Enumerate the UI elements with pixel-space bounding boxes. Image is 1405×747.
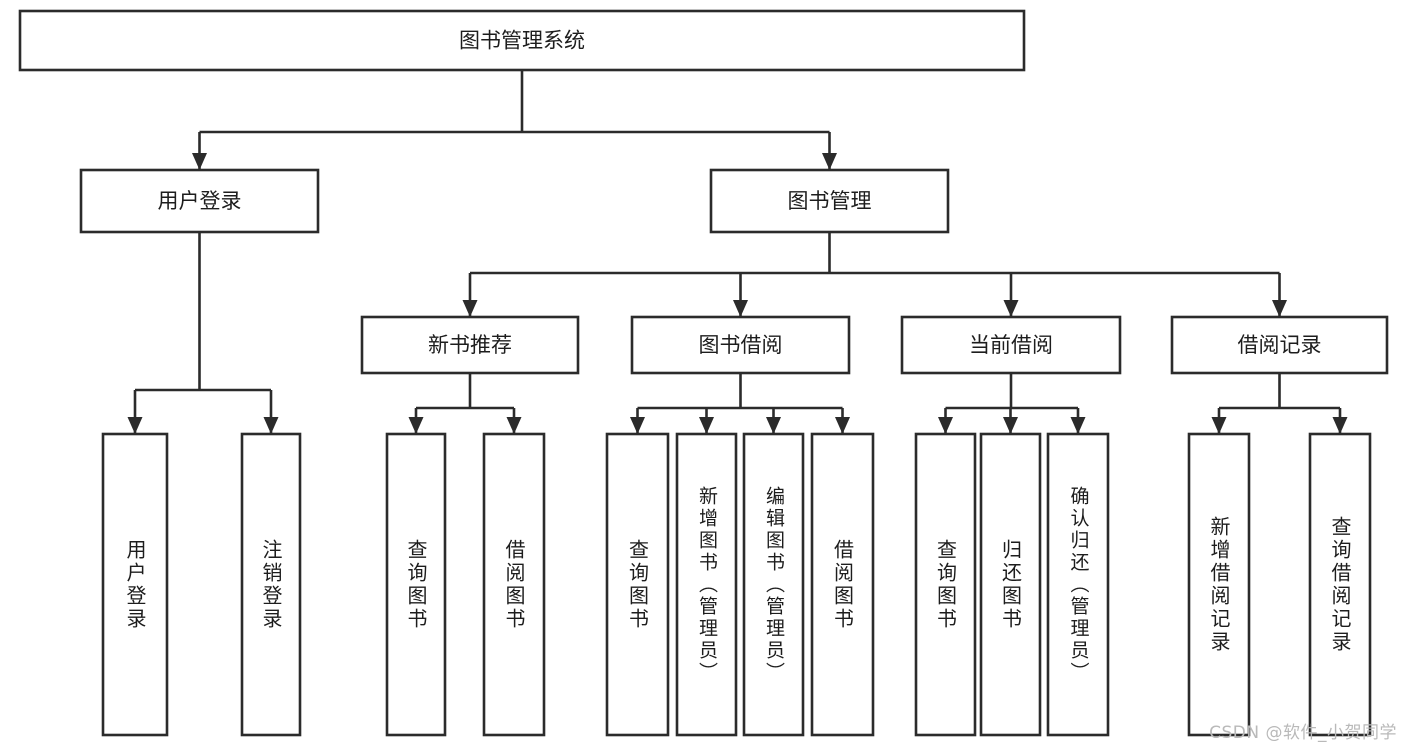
node-box-layer <box>18 9 1389 737</box>
node-leaf-10[interactable] <box>1046 432 1110 737</box>
arrow-head-icon <box>408 417 424 434</box>
node-leaf-3[interactable] <box>482 432 546 737</box>
node-leaf-11[interactable] <box>1187 432 1251 737</box>
arrow-head-icon <box>835 417 850 434</box>
arrow-head-icon <box>1272 300 1287 317</box>
arrow-head-icon <box>1003 300 1019 317</box>
node-leaf-8[interactable] <box>914 432 977 737</box>
csdn-watermark: CSDN @软件_小贺同学 <box>1209 723 1397 743</box>
arrow-head-icon <box>822 153 837 170</box>
node-leaf-2[interactable] <box>385 432 447 737</box>
node-level3-1[interactable] <box>630 315 851 375</box>
node-leaf-12[interactable] <box>1308 432 1372 737</box>
arrow-head-icon <box>630 417 645 434</box>
arrow-head-icon <box>192 153 207 170</box>
node-leaf-0[interactable] <box>101 432 169 737</box>
node-level3-3[interactable] <box>1170 315 1389 375</box>
arrow-head-icon <box>1332 417 1348 434</box>
node-leaf-9[interactable] <box>979 432 1042 737</box>
node-level3-0[interactable] <box>360 315 580 375</box>
arrow-head-icon <box>1070 417 1086 434</box>
node-level3-2-label: 当前借阅 <box>969 333 1053 357</box>
arrow-head-icon <box>263 417 279 434</box>
node-leaf-4[interactable] <box>605 432 670 737</box>
node-leaf-6[interactable] <box>742 432 805 737</box>
node-leaf-5[interactable] <box>675 432 738 737</box>
node-root[interactable] <box>18 9 1026 72</box>
node-level3-3-label: 借阅记录 <box>1238 333 1322 357</box>
arrow-head-icon <box>766 417 781 434</box>
arrow-head-icon <box>1003 417 1018 434</box>
arrow-head-icon <box>127 417 143 434</box>
node-level2-0-label: 用户登录 <box>158 189 242 213</box>
node-leaf-1[interactable] <box>240 432 302 737</box>
arrow-head-icon <box>699 417 714 434</box>
connector-layer <box>127 70 1348 434</box>
node-level2-1[interactable] <box>709 168 950 234</box>
arrow-head-icon <box>506 417 522 434</box>
arrow-head-icon <box>733 300 748 317</box>
arrow-head-icon <box>1211 417 1227 434</box>
node-level3-1-label: 图书借阅 <box>699 333 783 357</box>
node-leaf-7[interactable] <box>810 432 875 737</box>
node-root-label: 图书管理系统 <box>459 29 585 53</box>
node-level2-1-label: 图书管理 <box>788 189 872 213</box>
node-level3-0-label: 新书推荐 <box>428 333 512 357</box>
arrow-head-icon <box>938 417 953 434</box>
node-level3-2[interactable] <box>900 315 1122 375</box>
node-level2-0[interactable] <box>79 168 320 234</box>
arrow-head-icon <box>462 300 478 317</box>
